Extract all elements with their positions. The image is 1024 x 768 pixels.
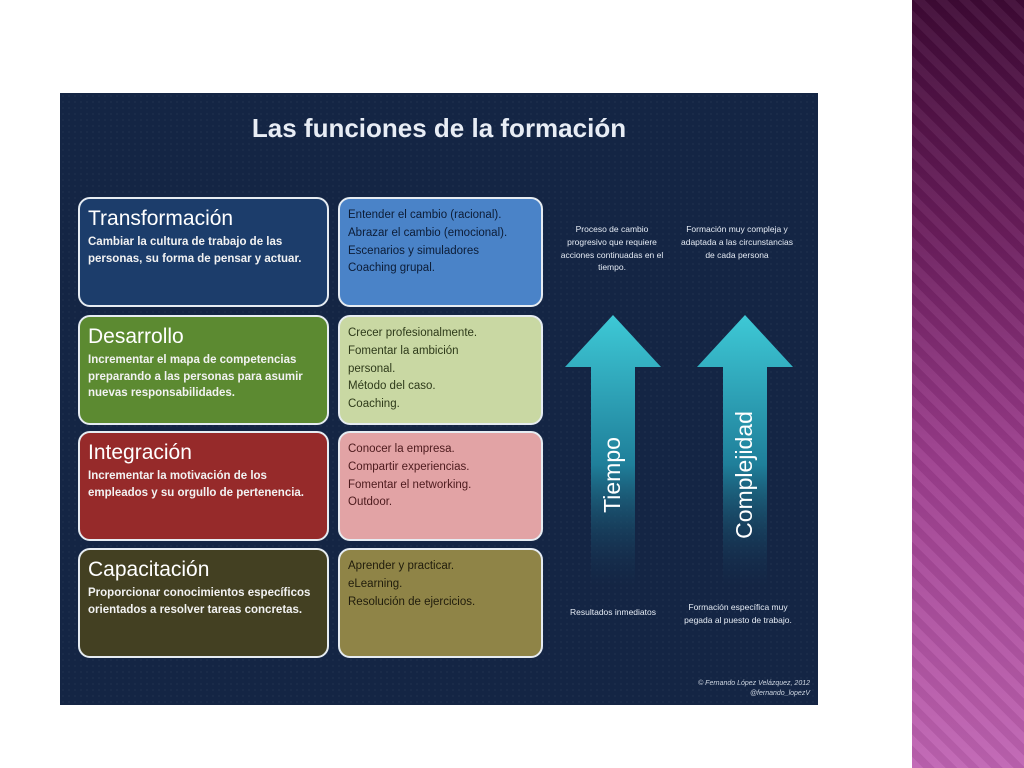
activity-item: Fomentar el networking. — [348, 478, 472, 491]
function-box-desarrollo: Desarrollo Incrementar el mapa de compet… — [78, 315, 329, 425]
credit-author: © Fernando López Velázquez, 2012 — [698, 680, 810, 688]
activity-item: Entender el cambio (racional). — [348, 209, 502, 221]
activity-item: Abrazar el cambio (emocional). — [348, 226, 508, 239]
activity-item: Resolución de ejercicios. — [348, 595, 476, 608]
activity-item: Aprender y practicar. — [348, 560, 455, 572]
arrow-complejidad-shape — [697, 315, 793, 587]
function-name: Capacitación — [88, 558, 210, 581]
activity-item: Método del caso. — [348, 380, 436, 393]
activity-item: Conocer la empresa. — [348, 443, 455, 455]
activities-box-transformacion: Entender el cambio (racional). Abrazar e… — [338, 197, 543, 307]
function-box-capacitacion: Capacitación Proporcionar conocimientos … — [78, 548, 329, 658]
function-name: Integración — [88, 441, 192, 464]
activity-item: Fomentar la ambición — [348, 344, 459, 357]
function-description: Incrementar el mapa de competencias prep… — [88, 354, 303, 400]
arrow-tiempo: Tiempo — [565, 315, 661, 587]
arrow-complejidad: Complejidad — [697, 315, 793, 587]
activity-item: eLearning. — [348, 577, 403, 590]
activities-box-capacitacion: Aprender y practicar. eLearning. Resoluc… — [338, 548, 543, 658]
function-name: Transformación — [88, 207, 234, 230]
slide-image: Las funciones de la formación Transforma… — [60, 93, 818, 705]
copyright-credit: © Fernando López Velázquez, 2012 @fernan… — [698, 679, 810, 699]
function-description: Proporcionar conocimientos específicos o… — [88, 587, 311, 616]
activities-box-desarrollo: Crecer profesionalmente. Fomentar la amb… — [338, 315, 543, 425]
function-box-integracion: Integración Incrementar la motivación de… — [78, 431, 329, 541]
activity-item: Coaching. — [348, 398, 400, 411]
arrow-bottom-note-complejidad: Formación específica muy pegada al puest… — [684, 602, 792, 625]
activity-item: Crecer profesionalmente. — [348, 327, 478, 339]
function-name: Desarrollo — [88, 325, 184, 348]
arrow-bottom-note-tiempo: Resultados inmediatos — [570, 607, 656, 617]
arrow-label-tiempo: Tiempo — [599, 437, 625, 513]
activities-box-integracion: Conocer la empresa. Compartir experienci… — [338, 431, 543, 541]
activity-item: Escenarios y simuladores — [348, 244, 480, 257]
function-box-transformacion: Transformación Cambiar la cultura de tra… — [78, 197, 329, 307]
function-description: Incrementar la motivación de los emplead… — [88, 470, 305, 499]
decorative-side-band — [912, 0, 1024, 768]
arrow-top-note-tiempo: Proceso de cambio progresivo que requier… — [560, 224, 664, 273]
activity-item: personal. — [348, 362, 396, 375]
activity-item: Outdoor. — [348, 496, 393, 509]
arrow-top-note-complejidad: Formación muy compleja y adaptada a las … — [681, 224, 793, 260]
activity-item: Compartir experiencias. — [348, 460, 470, 473]
arrow-label-complejidad: Complejidad — [731, 411, 757, 539]
activity-item: Coaching grupal. — [348, 262, 435, 275]
arrow-tiempo-shape — [565, 315, 661, 587]
function-description: Cambiar la cultura de trabajo de las per… — [88, 236, 302, 265]
slide-title: Las funciones de la formación — [251, 113, 627, 143]
credit-handle: @fernando_lopezV — [749, 690, 810, 698]
